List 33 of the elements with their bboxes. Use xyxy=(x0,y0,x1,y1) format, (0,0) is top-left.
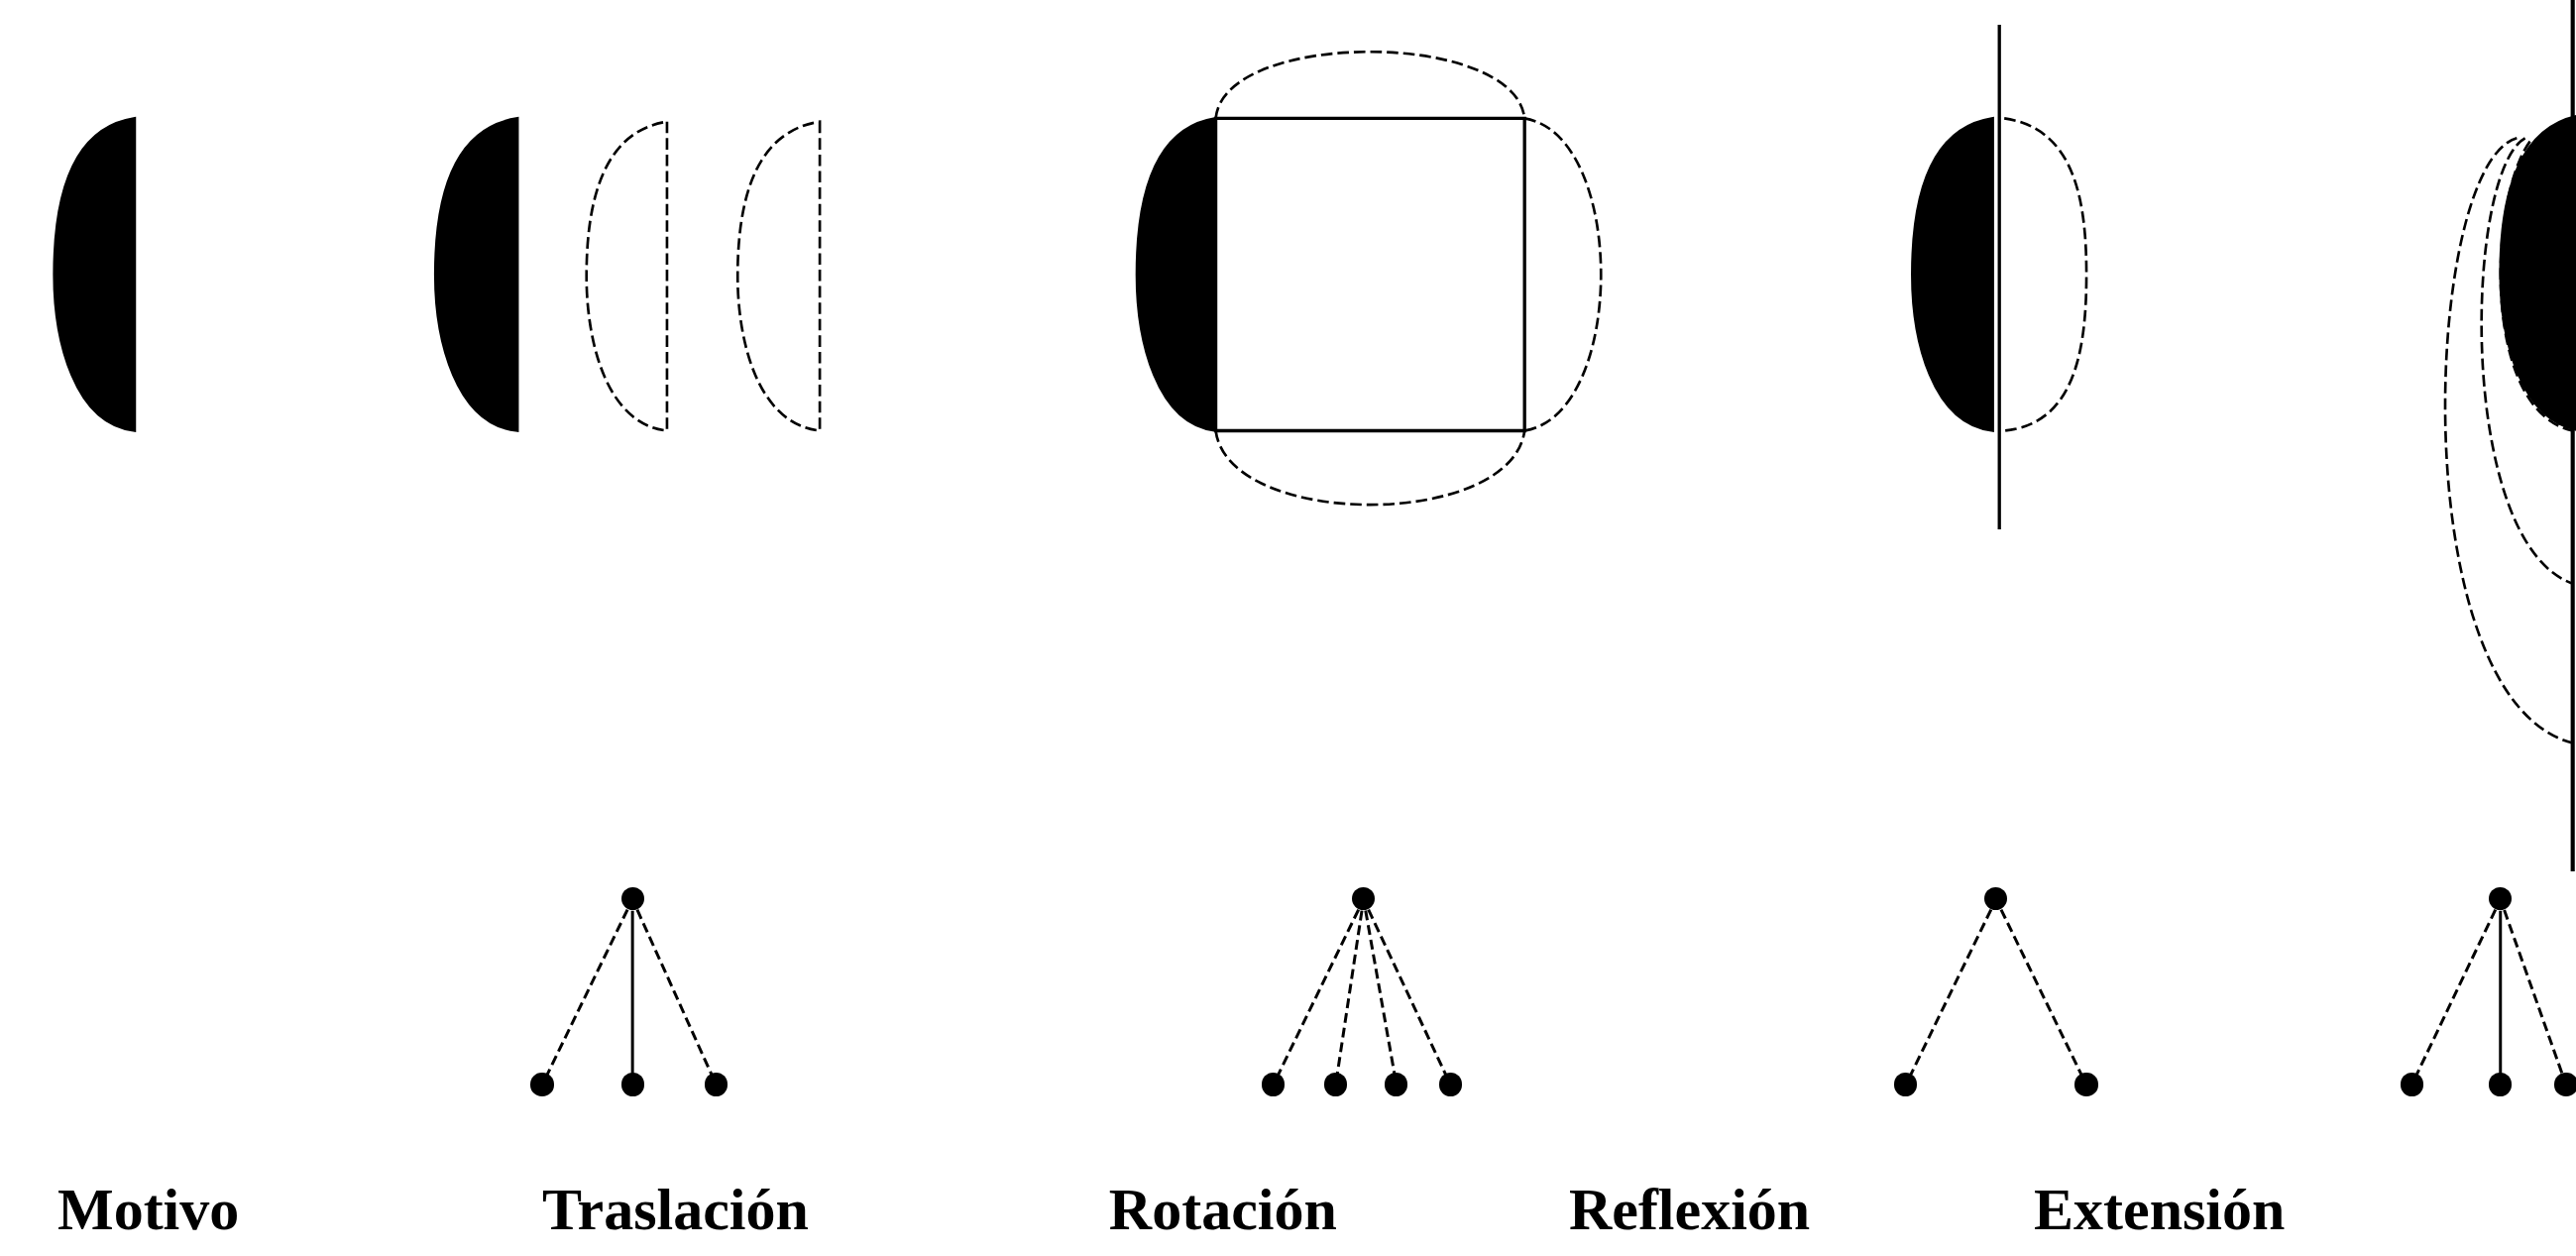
dot xyxy=(1439,1073,1463,1096)
dot xyxy=(2489,887,2513,911)
connector-line xyxy=(1335,910,1364,1075)
dot xyxy=(1385,1073,1408,1096)
dot xyxy=(1352,887,1376,911)
connector-line xyxy=(2499,910,2503,1074)
caption-text: Extensión xyxy=(2034,1180,2286,1240)
dot xyxy=(530,1073,554,1096)
connector-line xyxy=(1999,908,2083,1076)
connector-line xyxy=(1909,908,1993,1076)
dot xyxy=(620,1073,644,1096)
dot xyxy=(2489,1073,2513,1096)
connector-line xyxy=(2414,908,2498,1076)
connector-line xyxy=(1367,909,1447,1076)
connector-line xyxy=(545,908,629,1076)
dot xyxy=(705,1073,728,1096)
caption-text: Reflexión xyxy=(1568,1180,1811,1240)
connector-line xyxy=(2503,909,2564,1076)
connector-line xyxy=(635,909,714,1076)
connector-line xyxy=(630,910,634,1074)
dot xyxy=(1323,1073,1348,1096)
connector-line xyxy=(1364,910,1397,1075)
dot xyxy=(2554,1073,2576,1096)
dot xyxy=(1261,1073,1286,1096)
connector-line xyxy=(1277,908,1360,1076)
dot xyxy=(2400,1073,2423,1096)
caption-text: Motivo xyxy=(57,1180,240,1240)
caption-text: Rotación xyxy=(1108,1180,1337,1240)
dot xyxy=(1984,887,2008,911)
dot xyxy=(1894,1073,1918,1096)
dot xyxy=(620,887,644,911)
dot xyxy=(2074,1073,2098,1096)
caption-text: Traslación xyxy=(541,1180,809,1240)
